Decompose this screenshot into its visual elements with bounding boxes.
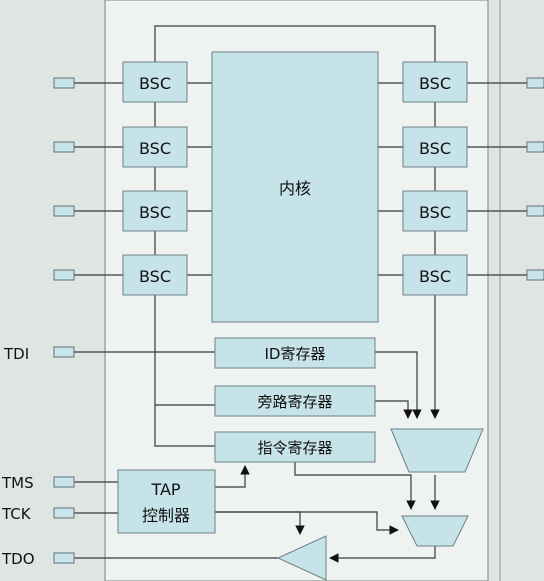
tap-to-tdo-buffer-arrow — [215, 511, 305, 535]
pin-left-4 — [53, 269, 75, 281]
bsc-left-1-label: BSC — [139, 74, 171, 93]
mux2-to-buffer-arrow — [329, 546, 436, 563]
bsc-left-3-label: BSC — [139, 203, 171, 222]
bsc-right-3 — [402, 190, 468, 232]
bypass-register-label: 旁路寄存器 — [257, 393, 332, 411]
data-path-arrows — [74, 295, 440, 563]
bsc-right-4-label: BSC — [419, 267, 451, 286]
pin-tms — [53, 476, 75, 488]
bsc-left-4-label: BSC — [139, 267, 171, 286]
bsc-right-2-label: BSC — [419, 139, 451, 158]
instruction-register-label: 指令寄存器 — [257, 439, 332, 457]
left-bsc-column: BSC BSC BSC BSC — [122, 61, 188, 296]
pin-right-3 — [526, 205, 544, 217]
tdo-label: TDO — [1, 550, 35, 568]
pin-right-2 — [526, 141, 544, 153]
bsc-left-3 — [122, 190, 188, 232]
pin-right-1 — [526, 77, 544, 89]
mux-1 — [390, 428, 484, 473]
bypass-register-to-mux-arrow — [375, 400, 413, 419]
bsc-left-2 — [122, 126, 188, 168]
tap-to-instruction-register-arrow — [215, 465, 250, 488]
pin-left-1 — [53, 77, 75, 89]
pin-tdo — [53, 552, 75, 564]
bsc-right-2 — [402, 126, 468, 168]
pin-right-4 — [526, 269, 544, 281]
id-register-to-mux-arrow — [375, 351, 422, 419]
tms-label: TMS — [1, 474, 34, 492]
instruction-register — [214, 431, 376, 463]
pin-tdi — [53, 346, 75, 358]
right-pins — [526, 77, 544, 281]
pin-left-3 — [53, 205, 75, 217]
pin-tck — [53, 507, 75, 519]
bsc-right-4 — [402, 254, 468, 296]
core-block — [211, 51, 379, 323]
tdo-output-buffer — [276, 535, 327, 581]
bsc-right-1 — [402, 61, 468, 103]
id-register-label: ID寄存器 — [265, 345, 326, 363]
id-register — [214, 337, 376, 369]
bsc-right-3-label: BSC — [419, 203, 451, 222]
tap-controller-line2: 控制器 — [142, 506, 190, 525]
mux-2 — [401, 515, 469, 547]
bsc-left-2-label: BSC — [139, 139, 171, 158]
bypass-register — [214, 385, 376, 417]
pin-left-2 — [53, 141, 75, 153]
bsc-left-4 — [122, 254, 188, 296]
tdi-label: TDI — [3, 345, 29, 363]
scan-chain-wiring — [74, 25, 527, 447]
bsc-left-1 — [122, 61, 188, 103]
right-bsc-column: BSC BSC BSC BSC — [402, 61, 468, 296]
bsc-right-1-label: BSC — [419, 74, 451, 93]
tck-label: TCK — [1, 505, 32, 523]
tap-controller — [117, 469, 216, 534]
instruction-register-to-mux2-arrow — [294, 458, 416, 510]
core-label: 内核 — [279, 179, 311, 198]
left-pins — [53, 77, 75, 564]
tap-controller-line1: TAP — [150, 480, 180, 499]
